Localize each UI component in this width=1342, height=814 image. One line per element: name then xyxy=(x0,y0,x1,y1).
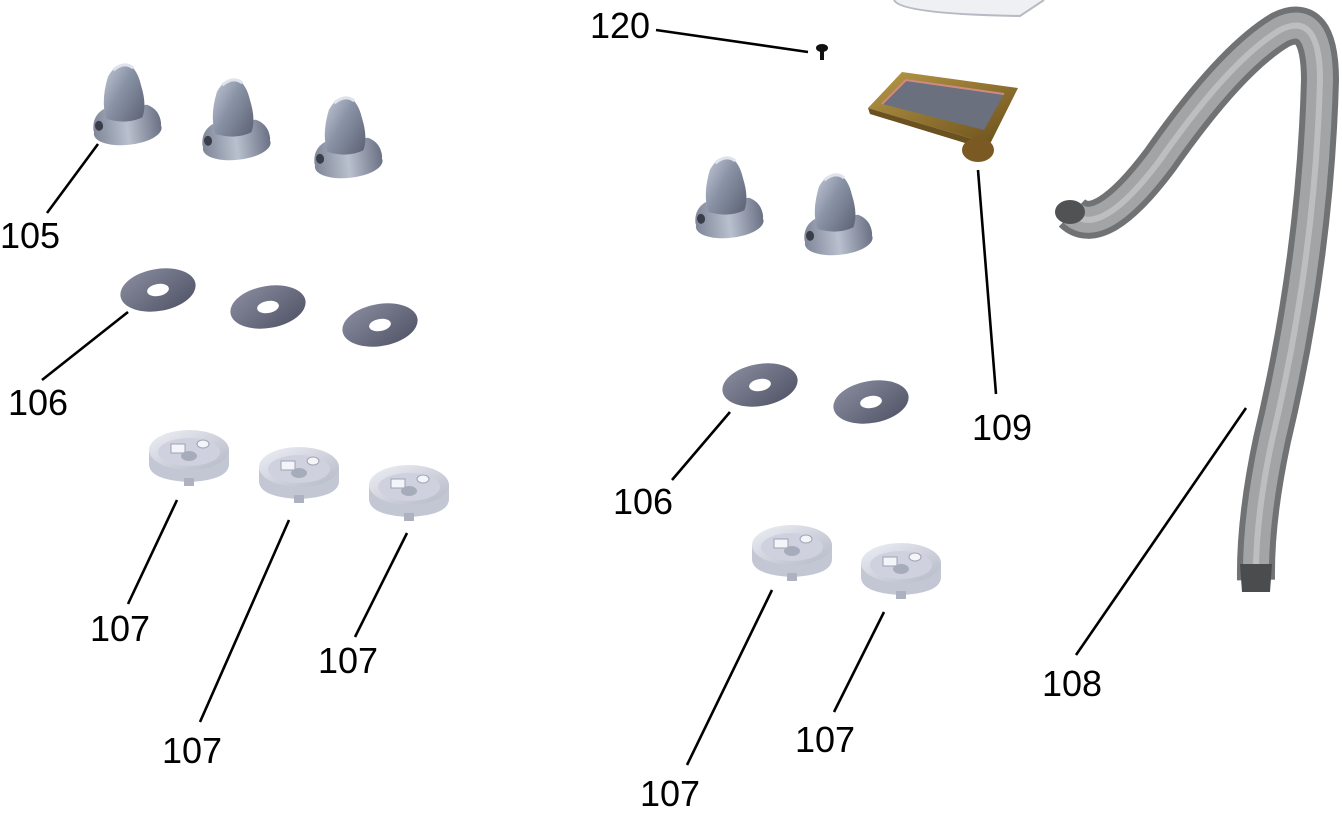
callout-106-right: 106 xyxy=(613,481,673,522)
knob-base-107-3 xyxy=(368,464,450,522)
knob-right-1 xyxy=(687,152,767,243)
tray-109 xyxy=(868,72,1018,162)
knob-105-1 xyxy=(85,59,165,150)
knob-base-107-1 xyxy=(148,429,230,487)
callout-107-b: 107 xyxy=(162,730,222,771)
knob-105-3 xyxy=(306,92,386,183)
leader-lines xyxy=(41,28,1248,766)
washer-106-1 xyxy=(116,262,200,318)
callout-107-d: 107 xyxy=(640,773,700,814)
panel-edge xyxy=(893,0,1045,18)
callout-120: 120 xyxy=(590,5,650,46)
callout-107-a: 107 xyxy=(90,608,150,649)
knob-right-2 xyxy=(796,169,876,260)
washer-106-3 xyxy=(338,297,422,353)
callout-107-c: 107 xyxy=(318,640,378,681)
callout-109: 109 xyxy=(972,407,1032,448)
callout-108: 108 xyxy=(1042,663,1102,704)
knob-base-107-4 xyxy=(751,524,833,582)
knob-base-107-2 xyxy=(258,446,340,504)
knob-base-107-5 xyxy=(860,542,942,600)
washer-106-5 xyxy=(829,374,913,430)
screw-120 xyxy=(816,44,828,60)
callout-105: 105 xyxy=(0,215,60,256)
washer-106-2 xyxy=(226,279,310,335)
washer-106-4 xyxy=(718,357,802,413)
knob-105-2 xyxy=(194,74,274,165)
hose-108 xyxy=(1055,6,1340,592)
callout-106-left: 106 xyxy=(8,382,68,423)
callout-107-e: 107 xyxy=(795,719,855,760)
